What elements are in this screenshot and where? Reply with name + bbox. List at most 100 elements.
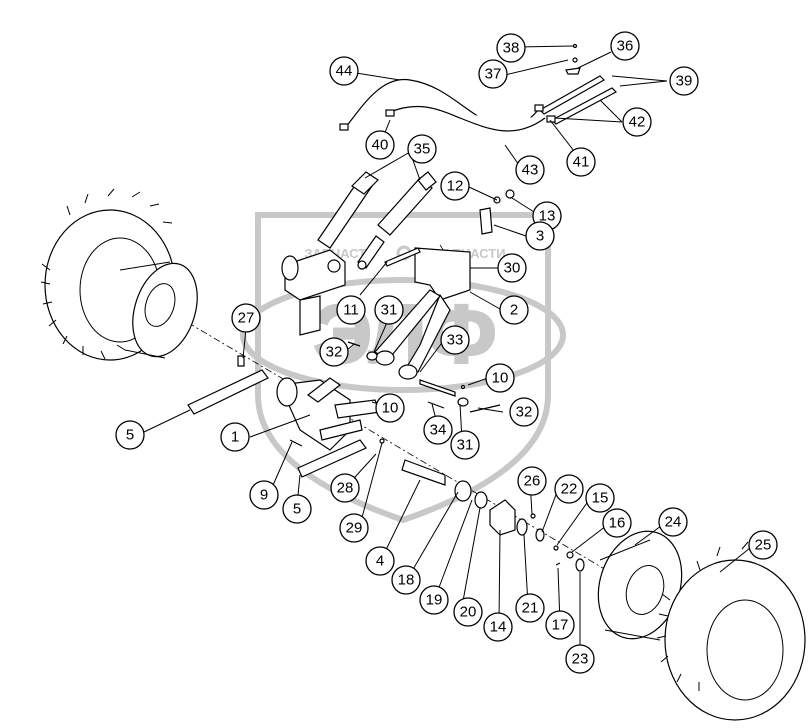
callout-c23: 23: [565, 644, 595, 674]
right-tire: [656, 541, 806, 721]
callout-c21: 21: [515, 593, 545, 623]
callout-c5b: 5: [282, 494, 312, 524]
axle-housing: [276, 377, 381, 451]
callout-label: 21: [522, 600, 539, 617]
callout-c16: 16: [602, 508, 632, 538]
callout-c31a: 31: [374, 295, 404, 325]
callout-label: 12: [447, 178, 464, 195]
callout-c25: 25: [748, 530, 778, 560]
callout-c5a: 5: [115, 420, 145, 450]
callout-c10b: 10: [375, 393, 405, 423]
callout-label: 13: [539, 208, 556, 225]
callout-c38: 38: [496, 33, 526, 63]
callout-c15: 15: [585, 483, 615, 513]
callout-label: 29: [346, 520, 363, 537]
callout-label: 32: [516, 404, 533, 421]
leader-lines: [143, 45, 751, 655]
callout-label: 34: [430, 422, 447, 439]
callout-c30: 30: [497, 253, 527, 283]
callout-label: 41: [573, 154, 590, 171]
callout-label: 16: [609, 515, 626, 532]
callout-label: 36: [617, 38, 634, 55]
callout-label: 32: [326, 344, 343, 361]
callout-label: 11: [343, 302, 359, 319]
callout-c12: 12: [440, 171, 470, 201]
callout-c1: 1: [220, 422, 250, 452]
callout-c32b: 32: [509, 397, 539, 427]
callout-label: 25: [755, 537, 772, 554]
callout-c31b: 31: [450, 430, 480, 460]
callout-c9: 9: [249, 480, 279, 510]
callout-label: 24: [665, 514, 682, 531]
callout-c28: 28: [330, 473, 360, 503]
callout-c10a: 10: [485, 363, 515, 393]
callout-label: 20: [460, 604, 477, 621]
callout-label: 19: [426, 592, 443, 609]
left-bracket-assembly: [281, 249, 346, 336]
support-bars: [187, 355, 367, 478]
left-rim: [119, 261, 198, 359]
callout-c4: 4: [365, 546, 395, 576]
callout-label: 23: [572, 651, 589, 668]
callout-c2: 2: [499, 295, 529, 325]
callout-label: 17: [552, 617, 569, 634]
callout-c34: 34: [423, 415, 453, 445]
callout-label: 44: [336, 63, 353, 80]
callout-label: 9: [260, 487, 268, 504]
callout-c35: 35: [407, 134, 437, 164]
hydraulic-hoses: [339, 79, 546, 132]
callout-label: 37: [485, 66, 502, 83]
shaft-and-hub: [401, 459, 585, 572]
callout-label: 4: [376, 553, 384, 570]
callout-label: 40: [372, 137, 389, 154]
callout-c22: 22: [554, 474, 584, 504]
callout-c32a: 32: [319, 337, 349, 367]
callout-label: 2: [510, 302, 518, 319]
callout-c20: 20: [453, 597, 483, 627]
callout-label: 43: [522, 162, 539, 179]
callout-c18: 18: [391, 565, 421, 595]
callout-label: 33: [447, 332, 464, 349]
callout-label: 39: [676, 73, 693, 90]
callout-label: 28: [337, 480, 354, 497]
callout-c27: 27: [231, 303, 261, 333]
callout-label: 30: [504, 260, 521, 277]
callout-label: 31: [381, 302, 398, 319]
callout-label: 38: [503, 40, 520, 57]
callout-label: 31: [457, 437, 474, 454]
callout-label: 1: [231, 429, 239, 446]
callout-label: 5: [293, 501, 301, 518]
callout-c24: 24: [658, 507, 688, 537]
callout-c40: 40: [365, 130, 395, 160]
callout-c39: 39: [669, 66, 699, 96]
callout-label: 35: [414, 141, 431, 158]
callout-c42: 42: [622, 107, 652, 137]
callout-c33: 33: [440, 325, 470, 355]
callout-c36: 36: [610, 31, 640, 61]
callout-c37: 37: [478, 59, 508, 89]
callout-c19: 19: [419, 585, 449, 615]
callout-label: 10: [382, 400, 399, 417]
hose-fittings: [534, 43, 617, 125]
center-plate-and-arm: [374, 207, 493, 380]
callout-label: 10: [492, 370, 509, 387]
callout-label: 14: [490, 619, 507, 636]
callout-label: 3: [536, 228, 544, 245]
callout-label: 26: [524, 473, 541, 490]
callout-c44: 44: [329, 56, 359, 86]
callout-label: 15: [592, 490, 609, 507]
callout-c11: 11: [336, 295, 366, 325]
callout-c17: 17: [545, 610, 575, 640]
callout-label: 42: [629, 114, 646, 131]
callout-label: 5: [126, 427, 134, 444]
hydraulic-cylinders: [317, 171, 437, 270]
callout-c43: 43: [515, 155, 545, 185]
callout-c41: 41: [566, 147, 596, 177]
callout-c3: 3: [525, 221, 555, 251]
callout-c29: 29: [339, 513, 369, 543]
callout-label: 18: [398, 572, 415, 589]
callout-label: 22: [561, 481, 578, 498]
callout-c26: 26: [517, 466, 547, 496]
callout-c14: 14: [483, 612, 513, 642]
